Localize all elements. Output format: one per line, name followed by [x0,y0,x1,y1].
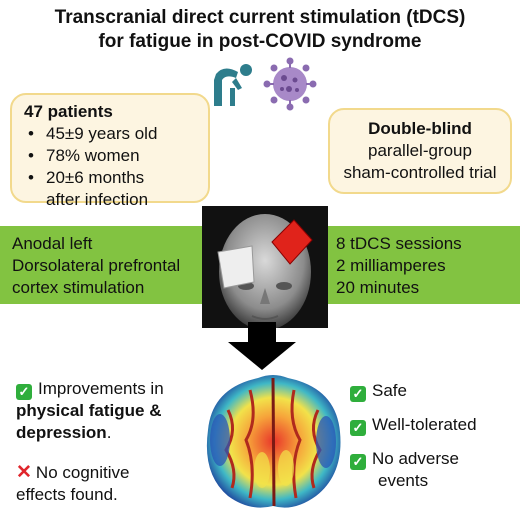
coronavirus-icon [263,57,317,111]
improvement-line-1: Improvements in [38,379,164,398]
diagram-title: Transcranial direct current stimulation … [0,6,520,54]
trial-design-card: Double-blind parallel-group sham-control… [328,108,512,194]
stimulation-parameters: 8 tDCS sessions 2 milliamperes 20 minute… [336,233,462,299]
fatigued-person-icon [214,64,252,106]
site-line-3: cortex stimulation [12,278,145,297]
param-sessions: 8 tDCS sessions [336,234,462,253]
no-adverse-line-1: No adverse [372,449,459,468]
check-icon: ✓ [350,454,366,470]
param-duration: 20 minutes [336,278,420,297]
title-line-2: for fatigue in post-COVID syndrome [98,31,422,52]
check-icon: ✓ [350,386,366,402]
site-line-2: Dorsolateral prefrontal [12,256,181,275]
patients-women: 78% women [24,145,196,167]
anode-electrode [271,219,313,265]
trial-line-2: sham-controlled trial [343,163,497,182]
safe-label: Safe [372,381,407,400]
patients-list: 45±9 years old 78% women 20±6 months [24,123,196,189]
brain-heatmap-image [206,375,341,508]
improvement-bold-1: physical fatigue & [16,401,162,420]
check-icon: ✓ [350,420,366,436]
safety-tolerated: ✓ Well-tolerated [350,414,477,436]
patients-age: 45±9 years old [24,123,196,145]
check-icon: ✓ [16,384,32,400]
safety-no-adverse: ✓ No adverse events [350,448,459,492]
patients-months-cont: after infection [46,190,149,209]
trial-header: Double-blind [368,119,472,138]
down-arrow [228,322,296,370]
head-model-image [202,206,328,328]
patients-months: 20±6 months [24,167,196,189]
no-effect-line-1: No cognitive [35,463,130,482]
trial-line-1: parallel-group [368,141,472,160]
reference-electrode [217,245,255,289]
improvement-result: ✓ Improvements in physical fatigue & depr… [16,378,206,444]
stimulation-site: Anodal left Dorsolateral prefrontal cort… [12,233,180,299]
title-line-1: Transcranial direct current stimulation … [54,7,466,28]
cross-icon: ✕ [16,462,32,483]
improvement-bold-2: depression [16,423,107,442]
patients-header: 47 patients [24,102,113,121]
tolerated-label: Well-tolerated [372,415,477,434]
no-effect-line-2: effects found. [16,485,118,504]
improvement-end: . [106,423,112,442]
site-line-1: Anodal left [12,234,93,253]
safety-safe: ✓ Safe [350,380,407,402]
param-current: 2 milliamperes [336,256,446,275]
no-cognitive-result: ✕No cognitive effects found. [16,462,206,506]
no-adverse-line-2: events [378,471,429,490]
patients-card: 47 patients 45±9 years old 78% women 20±… [10,93,210,209]
